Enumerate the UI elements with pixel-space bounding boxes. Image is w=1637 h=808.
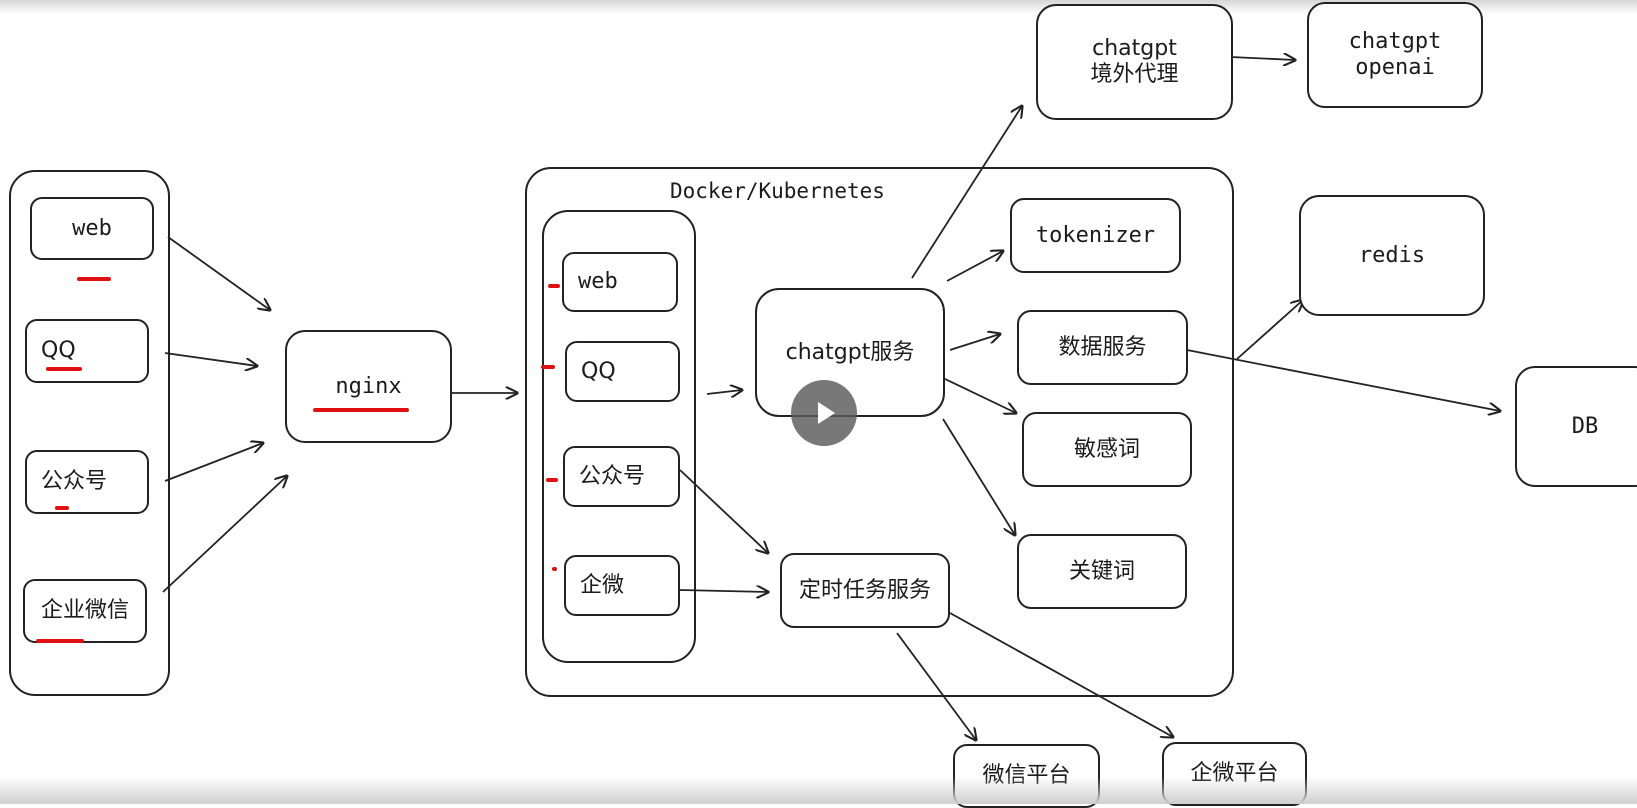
container-client-qq-label: QQ	[581, 358, 616, 384]
sensitive-words-node[interactable]: 敏感词	[1022, 412, 1192, 487]
arrow-qywx-nginx	[162, 476, 287, 593]
client-group-frame	[9, 170, 170, 696]
arrow-chatgpt-sensitive	[942, 377, 1016, 413]
red-mark-web	[548, 284, 560, 288]
arrow-group-chatgpt	[706, 390, 742, 394]
scheduler-service-label: 定时任务服务	[798, 577, 931, 603]
arrow-web-nginx	[167, 236, 270, 310]
chatgpt-proxy-label: chatgpt 境外代理	[1090, 36, 1179, 87]
client-qq[interactable]: QQ	[25, 319, 149, 383]
arrow-proxy-openai	[1230, 57, 1295, 60]
arrow-chatgpt-keywords	[942, 418, 1015, 535]
red-mark-qiwei	[552, 567, 557, 571]
container-client-web-label: web	[578, 269, 618, 294]
arrow-scheduler-qiwei	[949, 612, 1173, 737]
chatgpt-service-label: chatgpt服务	[785, 339, 915, 365]
container-client-qiwei-label: 企微	[580, 572, 625, 598]
keywords-node[interactable]: 关键词	[1017, 534, 1187, 609]
red-underline-gzh	[55, 506, 69, 510]
client-qiye-weixin-label: 企业微信	[40, 598, 129, 623]
nginx-node[interactable]: nginx	[285, 330, 452, 443]
docker-container-frame	[525, 167, 1234, 697]
db-label: DB	[1571, 413, 1599, 439]
redis-label: redis	[1358, 242, 1426, 268]
data-service-node[interactable]: 数据服务	[1017, 310, 1188, 385]
arrow-chatgpt-data	[949, 334, 1000, 351]
data-service-label: 数据服务	[1058, 334, 1147, 360]
arrow-chatgpt-proxy	[911, 106, 1022, 279]
client-gongzhonghao[interactable]: 公众号	[25, 450, 149, 514]
red-underline-qywx	[36, 639, 84, 643]
red-underline-qq	[46, 367, 82, 371]
arrow-scheduler-weixin	[896, 632, 976, 740]
play-button[interactable]	[791, 380, 857, 446]
tokenizer-label: tokenizer	[1035, 222, 1156, 248]
red-mark-qq	[541, 365, 555, 369]
arrow-qq-nginx	[164, 352, 257, 366]
client-gongzhonghao-label: 公众号	[41, 469, 108, 494]
client-web-label: web	[72, 215, 112, 241]
arrow-gzh-nginx	[164, 443, 263, 482]
chatgpt-service-node[interactable]: chatgpt服务	[755, 288, 945, 417]
nginx-label: nginx	[335, 373, 402, 399]
redis-node[interactable]: redis	[1299, 195, 1485, 316]
scheduler-service-node[interactable]: 定时任务服务	[780, 553, 950, 628]
tokenizer-node[interactable]: tokenizer	[1010, 198, 1181, 273]
container-title: Docker/Kubernetes	[670, 179, 885, 203]
container-client-qq[interactable]: QQ	[565, 341, 680, 402]
container-client-group-frame	[542, 210, 696, 663]
keywords-label: 关键词	[1068, 558, 1135, 584]
container-client-web[interactable]: web	[562, 252, 678, 312]
client-qiye-weixin[interactable]: 企业微信	[23, 579, 147, 643]
bottom-shadow	[0, 776, 1637, 804]
client-web[interactable]: web	[30, 197, 154, 260]
db-node[interactable]: DB	[1515, 366, 1637, 487]
arrow-chatgpt-tokenizer	[946, 251, 1003, 282]
container-client-gongzhonghao-label: 公众号	[579, 463, 646, 489]
chatgpt-proxy-node[interactable]: chatgpt 境外代理	[1036, 4, 1233, 120]
client-qq-label: QQ	[41, 338, 76, 363]
arrow-data-redis	[1236, 300, 1303, 360]
sensitive-words-label: 敏感词	[1073, 436, 1140, 462]
red-mark-gzh	[546, 478, 558, 482]
chatgpt-openai-label: chatgpt openai	[1348, 29, 1442, 80]
arrow-data-db	[1186, 349, 1500, 411]
red-underline-web	[77, 277, 111, 281]
container-client-qiwei[interactable]: 企微	[564, 555, 680, 616]
container-client-gongzhonghao[interactable]: 公众号	[563, 446, 680, 507]
red-underline-nginx	[313, 408, 409, 412]
chatgpt-openai-node[interactable]: chatgpt openai	[1307, 2, 1483, 108]
